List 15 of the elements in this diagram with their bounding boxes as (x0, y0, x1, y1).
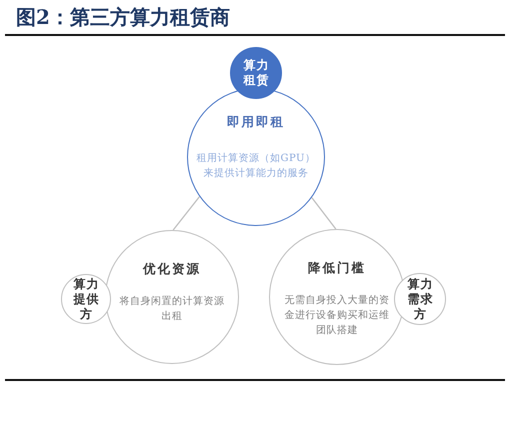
node-heading: 优化资源 (143, 262, 201, 276)
circle-node (394, 273, 446, 325)
connector-line (172, 196, 200, 230)
figure-title: 图2：第三方算力租赁商 (16, 4, 230, 30)
circle-label: 算力需求方 (406, 276, 434, 322)
connector-line (311, 197, 336, 230)
circle-label: 算力租赁 (242, 58, 270, 88)
node-description: 租用计算资源（如GPU）来提供计算能力的服务 (196, 152, 316, 181)
circle-label: 算力提供方 (72, 276, 100, 322)
node-heading: 降低门槛 (308, 261, 366, 275)
node-heading: 即用即租 (227, 115, 285, 129)
filled-circle (230, 47, 282, 99)
circle-node (61, 274, 111, 324)
node-description: 无需自身投入大量的资金进行设备购买和运维团队搭建 (284, 294, 390, 338)
node-description: 将自身闲置的计算资源出租 (118, 294, 226, 324)
